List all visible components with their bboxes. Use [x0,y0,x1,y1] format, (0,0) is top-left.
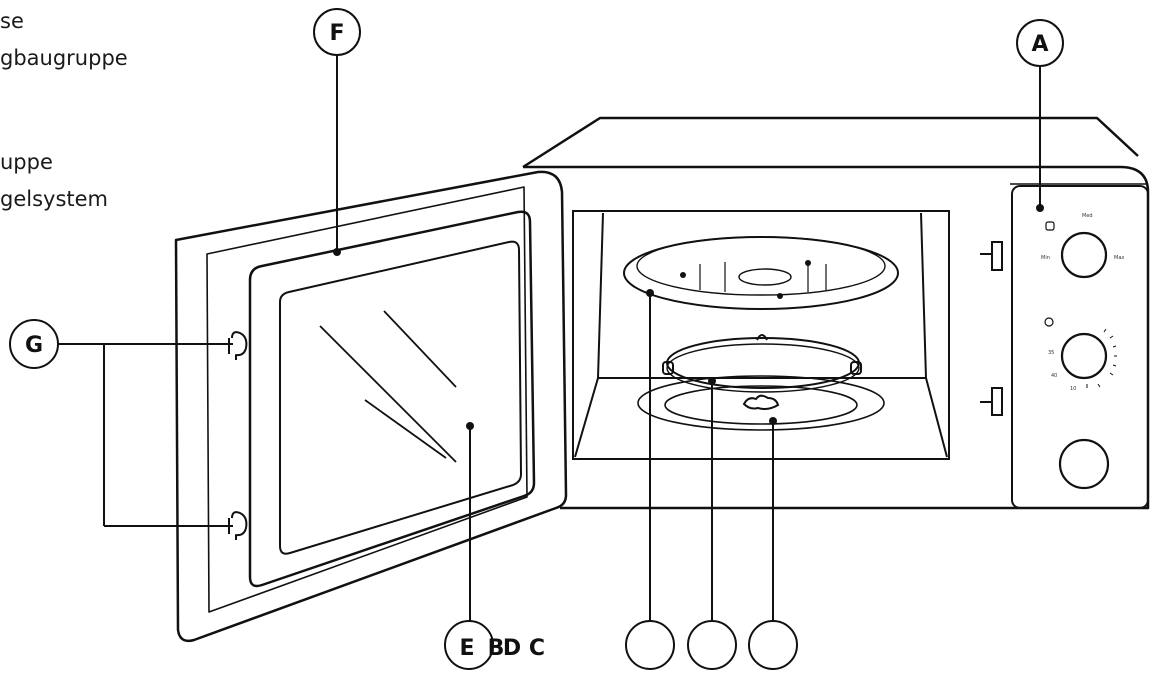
control-panel-labels: Med Min Max 35 40 10 [1041,213,1124,392]
side-text-line-4: gelsystem [0,187,109,211]
power-knob [1060,231,1108,279]
callout-circle-d [687,620,737,670]
door [174,170,568,643]
latch-holes [980,241,1003,416]
callout-letters: F A G E B D C [25,21,1049,661]
callout-letter-a: A [1031,32,1048,57]
callout-dots [333,204,1044,430]
door-outer [174,170,568,643]
side-text-line-2: gbaugruppe [0,46,128,70]
roller-ring [662,334,862,393]
door-hooks [228,331,248,540]
door-release-button [1058,438,1110,490]
callout-letter-d: D [503,636,521,661]
timer-knob [1060,332,1108,380]
callout-circle-a [1016,19,1064,67]
glass-reflections [319,310,457,463]
timer-label-35: 35 [1048,350,1054,356]
callout-circle-f [313,8,361,56]
control-panel [1011,185,1149,509]
callout-circle-e [444,620,494,670]
door-screen-inner [279,240,522,555]
callout-circle-b [625,620,675,670]
power-label-max: Max [1114,255,1124,261]
door-screen-outer [248,210,536,588]
timer-label-40: 40 [1051,373,1057,379]
power-label-med: Med [1082,213,1093,219]
callout-circles [9,8,1064,670]
turntable-support [637,375,885,431]
microwave-body [522,116,1150,510]
door-frame [206,186,528,613]
callout-letter-g: G [25,333,43,358]
timer-label-10: 10 [1070,386,1076,392]
callout-letter-e: E [459,636,474,661]
side-text-line-1: se [0,9,24,33]
callout-circle-g [9,319,59,369]
power-label-min: Min [1041,255,1050,261]
callout-circle-c [748,620,798,670]
callout-letter-c: C [529,636,545,661]
glass-tray [623,236,899,310]
callout-lines [58,55,1041,628]
side-text-line-3: uppe [0,150,53,174]
callout-letter-f: F [329,21,344,46]
callout-letter-b: B [488,636,505,661]
oven-cavity [572,210,950,460]
